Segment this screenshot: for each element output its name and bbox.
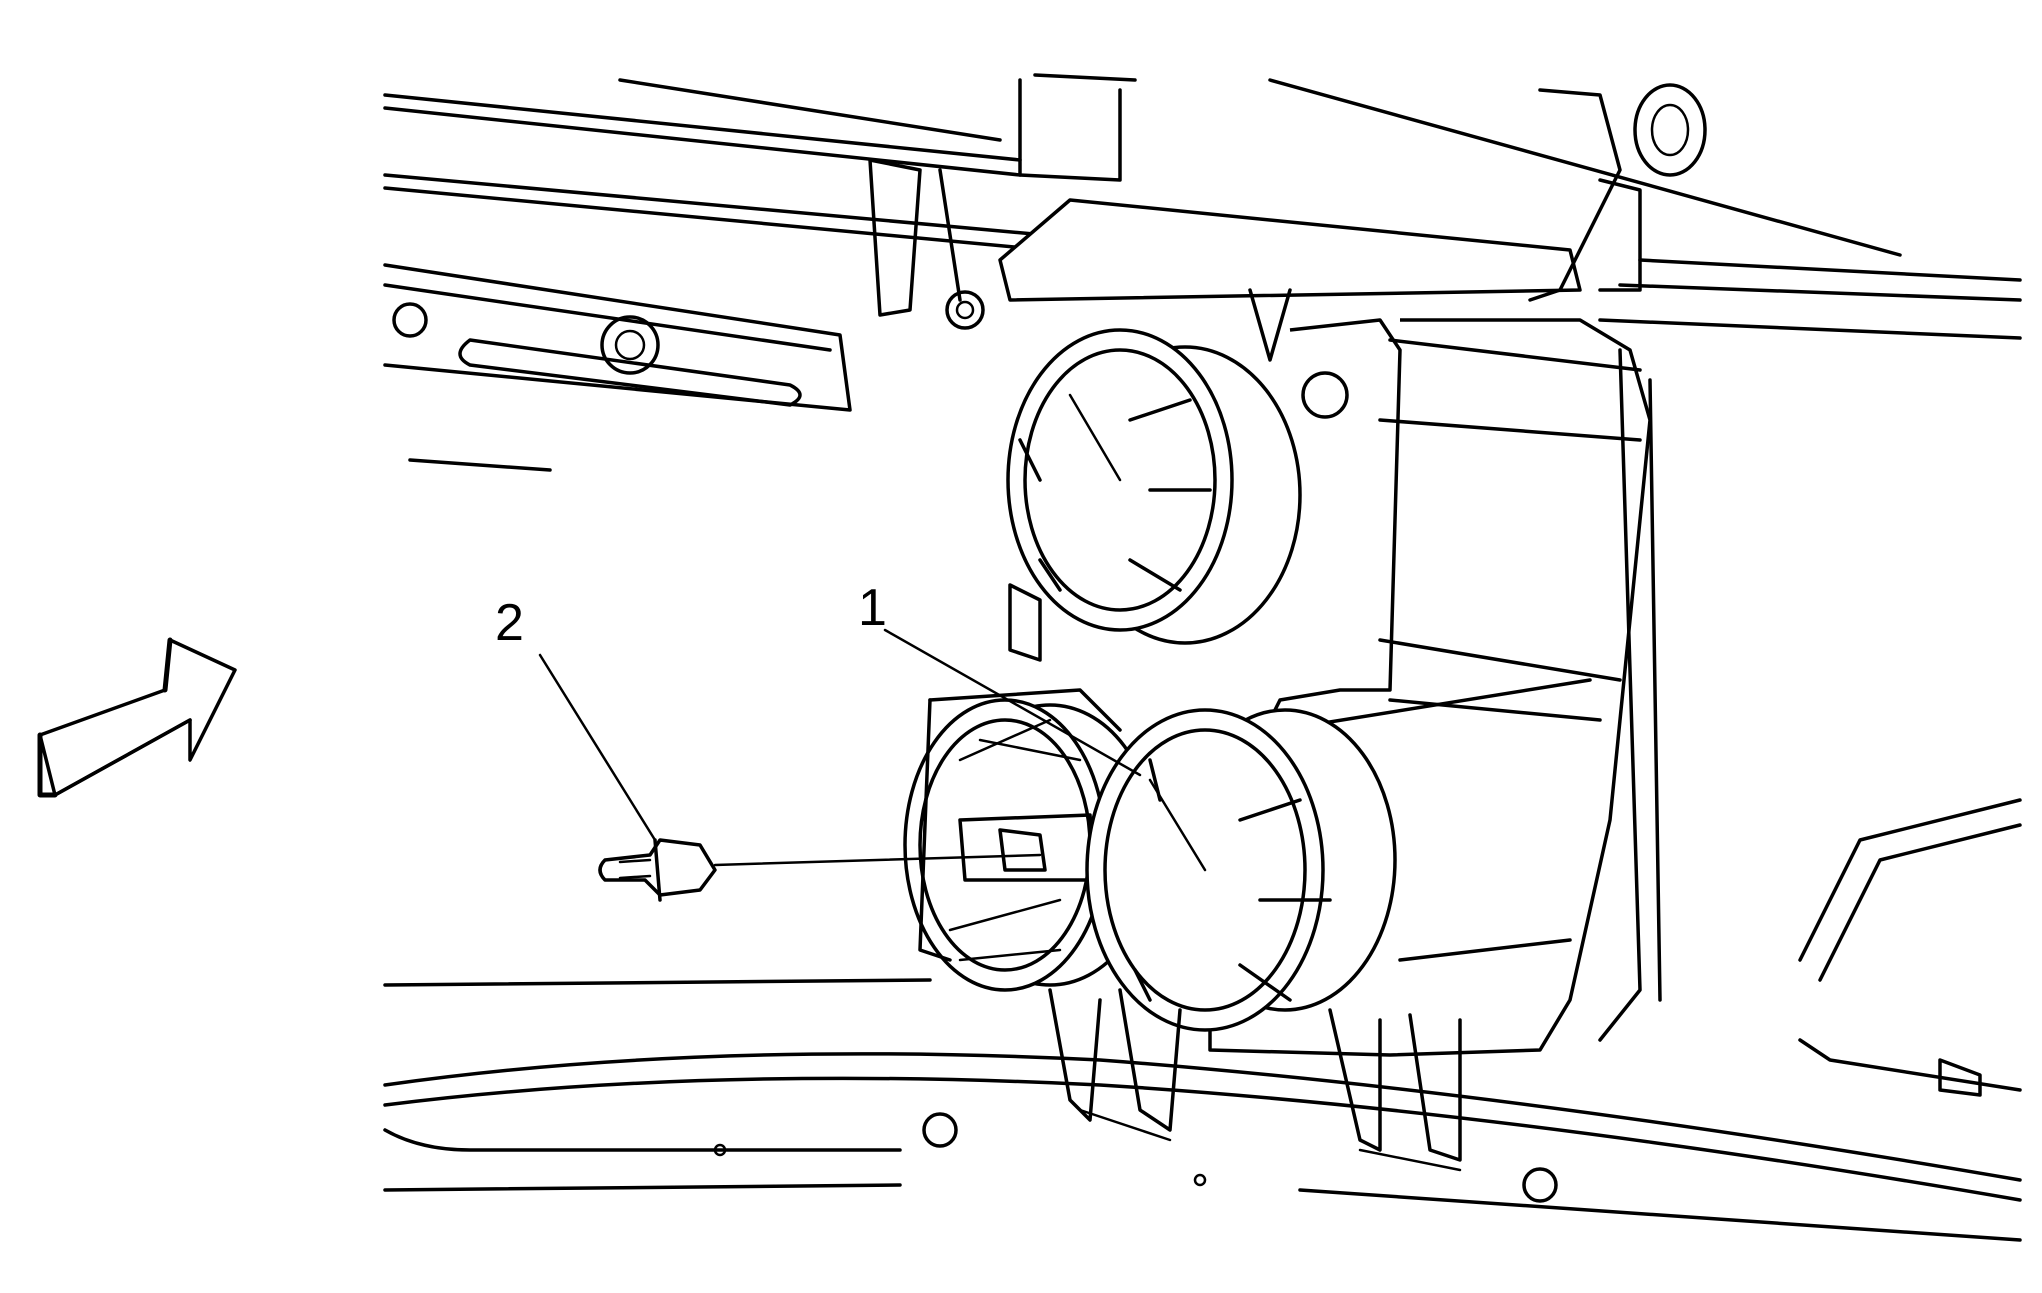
callout-1: 1 bbox=[858, 579, 887, 637]
lower-right-air-vent bbox=[1085, 708, 1397, 1032]
callout-2: 2 bbox=[495, 594, 524, 652]
leader-lines bbox=[538, 628, 1142, 867]
instrument-panel-upper-lines bbox=[383, 78, 2022, 340]
direction-arrow bbox=[37, 637, 237, 798]
lower-panel-structure bbox=[383, 798, 2022, 1242]
upper-air-vent bbox=[1006, 328, 1302, 662]
left-trim-panel bbox=[383, 263, 852, 472]
upper-support-bracket bbox=[868, 73, 1707, 356]
bulb-socket-part bbox=[598, 838, 717, 902]
